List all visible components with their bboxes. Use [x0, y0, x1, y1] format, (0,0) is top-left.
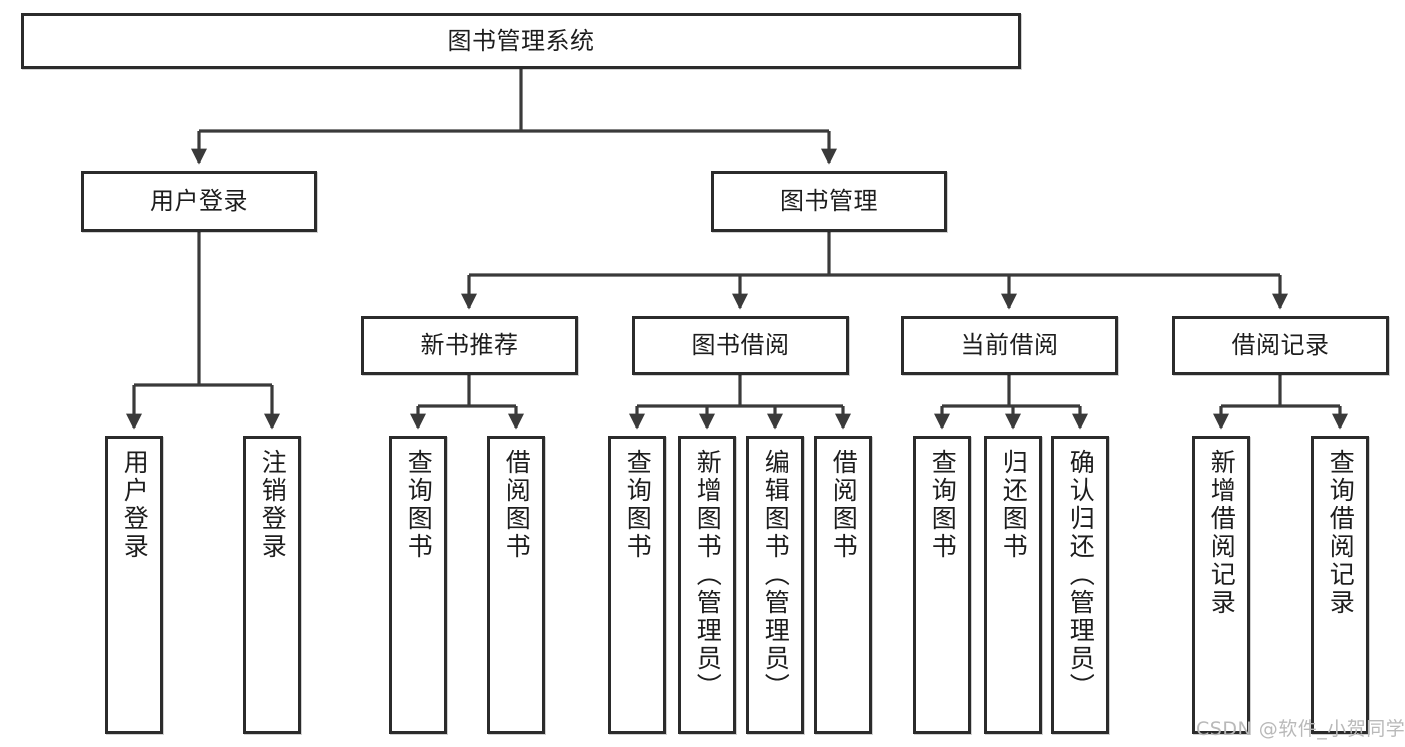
node-book-management-label: 图书管理	[780, 187, 878, 216]
node-root-label: 图书管理系统	[447, 26, 595, 55]
leaf-borrow-book-label: 借阅图书	[829, 449, 859, 561]
leaf-add-book[interactable]: 新增图书（管理员）	[678, 436, 736, 734]
node-new-book-recommend[interactable]: 新书推荐	[361, 316, 578, 375]
node-current-borrow-label: 当前借阅	[960, 331, 1059, 360]
leaf-add-record-label: 新增借阅记录	[1207, 449, 1237, 617]
leaf-add-record[interactable]: 新增借阅记录	[1192, 436, 1250, 734]
node-book-borrow-label: 图书借阅	[691, 331, 790, 360]
leaf-query-book-rec[interactable]: 查询图书	[389, 436, 447, 734]
leaf-query-book-current-label: 查询图书	[928, 449, 958, 561]
leaf-add-book-label: 新增图书（管理员）	[693, 449, 723, 701]
leaf-confirm-return[interactable]: 确认归还（管理员）	[1051, 436, 1109, 734]
leaf-query-record-label: 查询借阅记录	[1326, 449, 1356, 617]
node-borrow-record[interactable]: 借阅记录	[1172, 316, 1389, 375]
leaf-borrow-book-rec[interactable]: 借阅图书	[487, 436, 545, 734]
node-user-login[interactable]: 用户登录	[81, 171, 317, 232]
leaf-borrow-book[interactable]: 借阅图书	[814, 436, 872, 734]
leaf-query-book-rec-label: 查询图书	[404, 449, 434, 561]
leaf-user-login-label: 用户登录	[120, 449, 150, 561]
node-root[interactable]: 图书管理系统	[21, 13, 1021, 69]
node-user-login-label: 用户登录	[150, 187, 248, 216]
leaf-return-book-label: 归还图书	[999, 449, 1029, 561]
leaf-query-book-current[interactable]: 查询图书	[913, 436, 971, 734]
leaf-borrow-book-rec-label: 借阅图书	[502, 449, 532, 561]
leaf-confirm-return-label: 确认归还（管理员）	[1066, 449, 1096, 701]
leaf-user-login[interactable]: 用户登录	[105, 436, 163, 734]
node-book-borrow[interactable]: 图书借阅	[632, 316, 849, 375]
node-book-management[interactable]: 图书管理	[711, 171, 947, 232]
leaf-query-book-borrow-label: 查询图书	[623, 449, 653, 561]
leaf-logout[interactable]: 注销登录	[243, 436, 301, 734]
node-current-borrow[interactable]: 当前借阅	[901, 316, 1118, 375]
leaf-query-record[interactable]: 查询借阅记录	[1311, 436, 1369, 734]
leaf-logout-label: 注销登录	[258, 449, 288, 561]
csdn-watermark: CSDN @软件_小贺同学	[1196, 718, 1405, 740]
leaf-query-book-borrow[interactable]: 查询图书	[608, 436, 666, 734]
leaf-edit-book-label: 编辑图书（管理员）	[761, 449, 791, 701]
node-new-book-recommend-label: 新书推荐	[420, 331, 519, 360]
node-borrow-record-label: 借阅记录	[1231, 331, 1330, 360]
leaf-edit-book[interactable]: 编辑图书（管理员）	[746, 436, 804, 734]
leaf-return-book[interactable]: 归还图书	[984, 436, 1042, 734]
